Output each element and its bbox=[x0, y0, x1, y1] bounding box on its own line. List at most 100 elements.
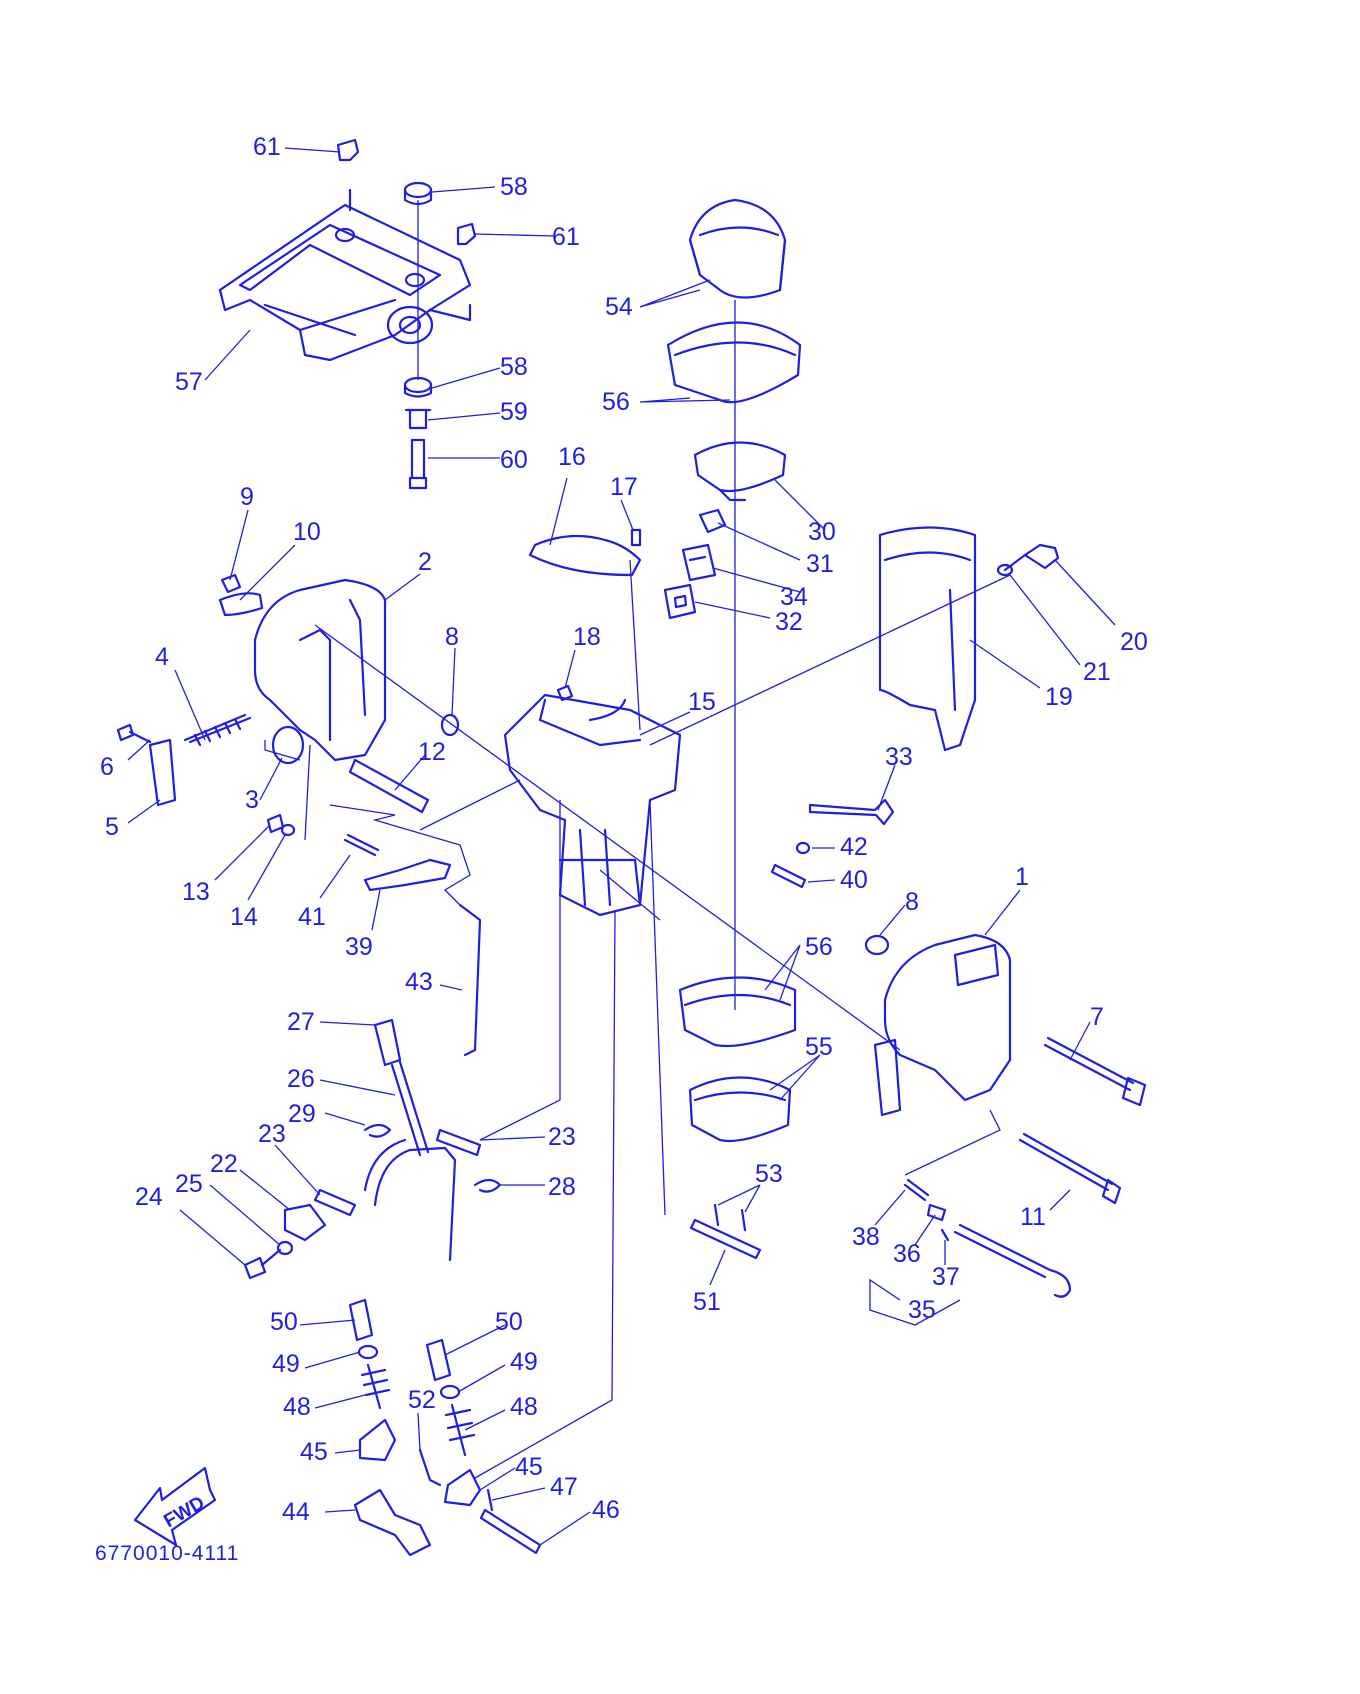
part-label-50: 50 bbox=[495, 1308, 523, 1336]
plate-16 bbox=[528, 534, 642, 577]
part-label-54: 54 bbox=[605, 293, 633, 321]
part-label-1: 1 bbox=[1015, 863, 1029, 891]
lever-44 bbox=[353, 1488, 432, 1557]
part-label-30: 30 bbox=[808, 518, 836, 546]
part-label-10: 10 bbox=[293, 518, 321, 546]
grip-50-left bbox=[348, 1298, 374, 1342]
clamp-bracket-1-handle bbox=[873, 1038, 902, 1117]
pin-40 bbox=[770, 863, 807, 889]
part-label-34: 34 bbox=[780, 583, 808, 611]
part-label-45: 45 bbox=[300, 1438, 328, 1466]
part-label-39: 39 bbox=[345, 933, 373, 961]
part-label-15: 15 bbox=[688, 688, 716, 716]
cover-19 bbox=[878, 526, 977, 752]
clamp-bracket-1-label bbox=[953, 943, 1000, 987]
part-label-33: 33 bbox=[885, 743, 913, 771]
part-label-13: 13 bbox=[182, 878, 210, 906]
part-label-40: 40 bbox=[840, 866, 868, 894]
part-label-44: 44 bbox=[282, 1498, 310, 1526]
fwd-arrow: FWD bbox=[133, 1466, 217, 1547]
bolt-60 bbox=[408, 438, 428, 490]
clamp-bracket-1 bbox=[883, 933, 1012, 1102]
part-label-21: 21 bbox=[1083, 658, 1111, 686]
plate-5 bbox=[148, 738, 177, 807]
cap-61-a bbox=[336, 138, 360, 162]
clamp-bracket-2 bbox=[253, 578, 387, 762]
spring-4 bbox=[183, 713, 252, 747]
clip-37 bbox=[940, 1228, 950, 1242]
washer-25 bbox=[276, 1240, 294, 1256]
clip-47 bbox=[486, 1488, 494, 1512]
part-label-6: 6 bbox=[100, 753, 114, 781]
bushing-58-bottom-body bbox=[403, 383, 433, 398]
pin-51 bbox=[689, 1218, 762, 1260]
bolt-33 bbox=[808, 798, 895, 826]
bushing-58-top bbox=[403, 181, 433, 199]
part-label-28: 28 bbox=[548, 1173, 576, 1201]
part-label-4: 4 bbox=[155, 643, 169, 671]
bushing-56-lower bbox=[678, 976, 797, 1048]
grip-50-right bbox=[425, 1338, 452, 1382]
spring-29 bbox=[363, 1123, 392, 1138]
part-label-53: 53 bbox=[755, 1160, 783, 1188]
part-label-56: 56 bbox=[602, 388, 630, 416]
part-label-41: 41 bbox=[298, 903, 326, 931]
part-label-51: 51 bbox=[693, 1288, 721, 1316]
part-label-38: 38 bbox=[852, 1223, 880, 1251]
part-label-43: 43 bbox=[405, 968, 433, 996]
part-label-11: 11 bbox=[1020, 1203, 1046, 1231]
part-label-36: 36 bbox=[893, 1240, 921, 1268]
part-label-35: 35 bbox=[908, 1296, 936, 1324]
rod-35 bbox=[953, 1223, 1072, 1298]
bolt-11 bbox=[1018, 1132, 1122, 1205]
part-label-48: 48 bbox=[510, 1393, 538, 1421]
cap-61-b bbox=[456, 222, 477, 246]
part-label-2: 2 bbox=[418, 548, 432, 576]
part-label-24: 24 bbox=[135, 1183, 163, 1211]
guide-lines bbox=[264, 559, 1011, 1479]
lever-26 bbox=[363, 1060, 457, 1262]
pin-46 bbox=[479, 1508, 542, 1555]
part-label-25: 25 bbox=[175, 1170, 203, 1198]
part-label-42: 42 bbox=[840, 833, 868, 861]
part-label-14: 14 bbox=[230, 903, 258, 931]
part-label-46: 46 bbox=[592, 1496, 620, 1524]
screw-17 bbox=[630, 528, 642, 547]
part-label-3: 3 bbox=[245, 786, 259, 814]
bolt-7 bbox=[1043, 1036, 1147, 1107]
spring-38 bbox=[903, 1178, 930, 1202]
part-label-47: 47 bbox=[550, 1473, 578, 1501]
part-label-56: 56 bbox=[805, 933, 833, 961]
lever-39 bbox=[363, 858, 452, 892]
bushing-58-bottom bbox=[403, 376, 433, 394]
bushing-55-lower bbox=[688, 1076, 792, 1143]
part-label-45: 45 bbox=[515, 1453, 543, 1481]
swivel-bracket-15-base bbox=[558, 858, 642, 907]
part-label-16: 16 bbox=[558, 443, 586, 471]
bracket-22 bbox=[283, 1203, 327, 1242]
part-label-12: 12 bbox=[418, 738, 446, 766]
plate-32 bbox=[663, 583, 697, 620]
upper-bushings bbox=[666, 198, 802, 502]
bolt-24 bbox=[243, 1248, 282, 1280]
bolt-6 bbox=[116, 723, 152, 744]
washer-8-right bbox=[864, 934, 890, 956]
pin-12 bbox=[348, 758, 430, 814]
part-label-27: 27 bbox=[287, 1008, 315, 1036]
part-label-18: 18 bbox=[573, 623, 601, 651]
part-label-49: 49 bbox=[510, 1348, 538, 1376]
washer-49-right bbox=[439, 1384, 461, 1400]
part-label-61: 61 bbox=[253, 133, 281, 161]
fwd-label: FWD bbox=[160, 1492, 208, 1532]
link-23-left bbox=[313, 1188, 357, 1217]
part-label-9: 9 bbox=[240, 483, 254, 511]
swivel-bracket-15-detail bbox=[538, 698, 642, 907]
spring-41 bbox=[343, 833, 380, 857]
pin-36 bbox=[926, 1203, 947, 1222]
part-label-32: 32 bbox=[775, 608, 803, 636]
washer-49-left bbox=[357, 1344, 379, 1360]
lever-45-right bbox=[443, 1468, 482, 1507]
steering-bracket bbox=[218, 188, 472, 362]
